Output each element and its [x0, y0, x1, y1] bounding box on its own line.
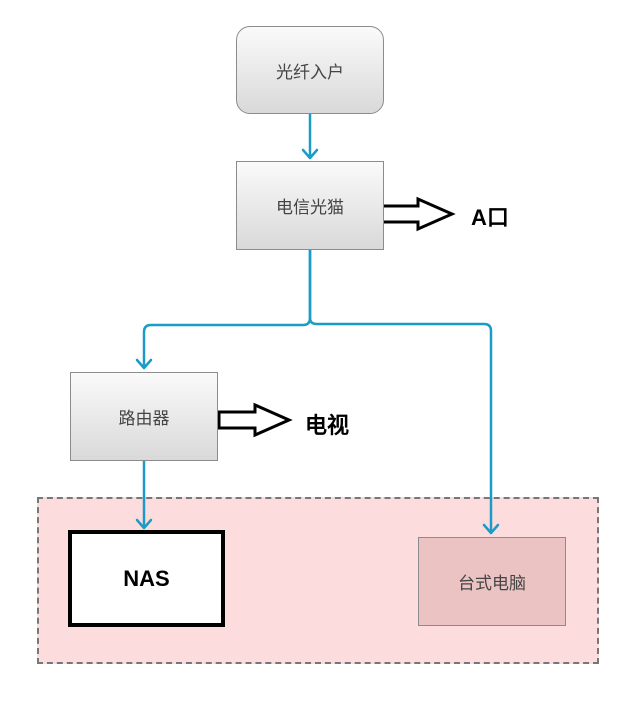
- nas-label: NAS: [123, 565, 170, 591]
- arrow-to-a-port: [380, 196, 456, 232]
- fiber-in-node: 光纤入户: [236, 26, 384, 114]
- modem-node: 电信光猫: [236, 161, 384, 250]
- arrowhead-pc: [482, 523, 500, 535]
- nas-node: NAS: [68, 530, 225, 627]
- pc-label: 台式电脑: [458, 574, 526, 594]
- arrow-to-tv: [217, 402, 293, 438]
- connector-modem-pc: [308, 248, 493, 533]
- tv-label: 电视: [305, 413, 350, 438]
- connector-modem-router: [142, 248, 312, 368]
- router-label: 路由器: [118, 409, 170, 429]
- fiber-in-label: 光纤入户: [276, 62, 344, 83]
- pc-node: 台式电脑: [418, 537, 566, 626]
- a-port-label: A口: [471, 205, 509, 230]
- router-node: 路由器: [70, 372, 218, 461]
- arrowhead-modem: [301, 148, 319, 160]
- arrowhead-router: [135, 358, 153, 370]
- arrowhead-nas: [135, 518, 153, 530]
- modem-label: 电信光猫: [276, 198, 344, 218]
